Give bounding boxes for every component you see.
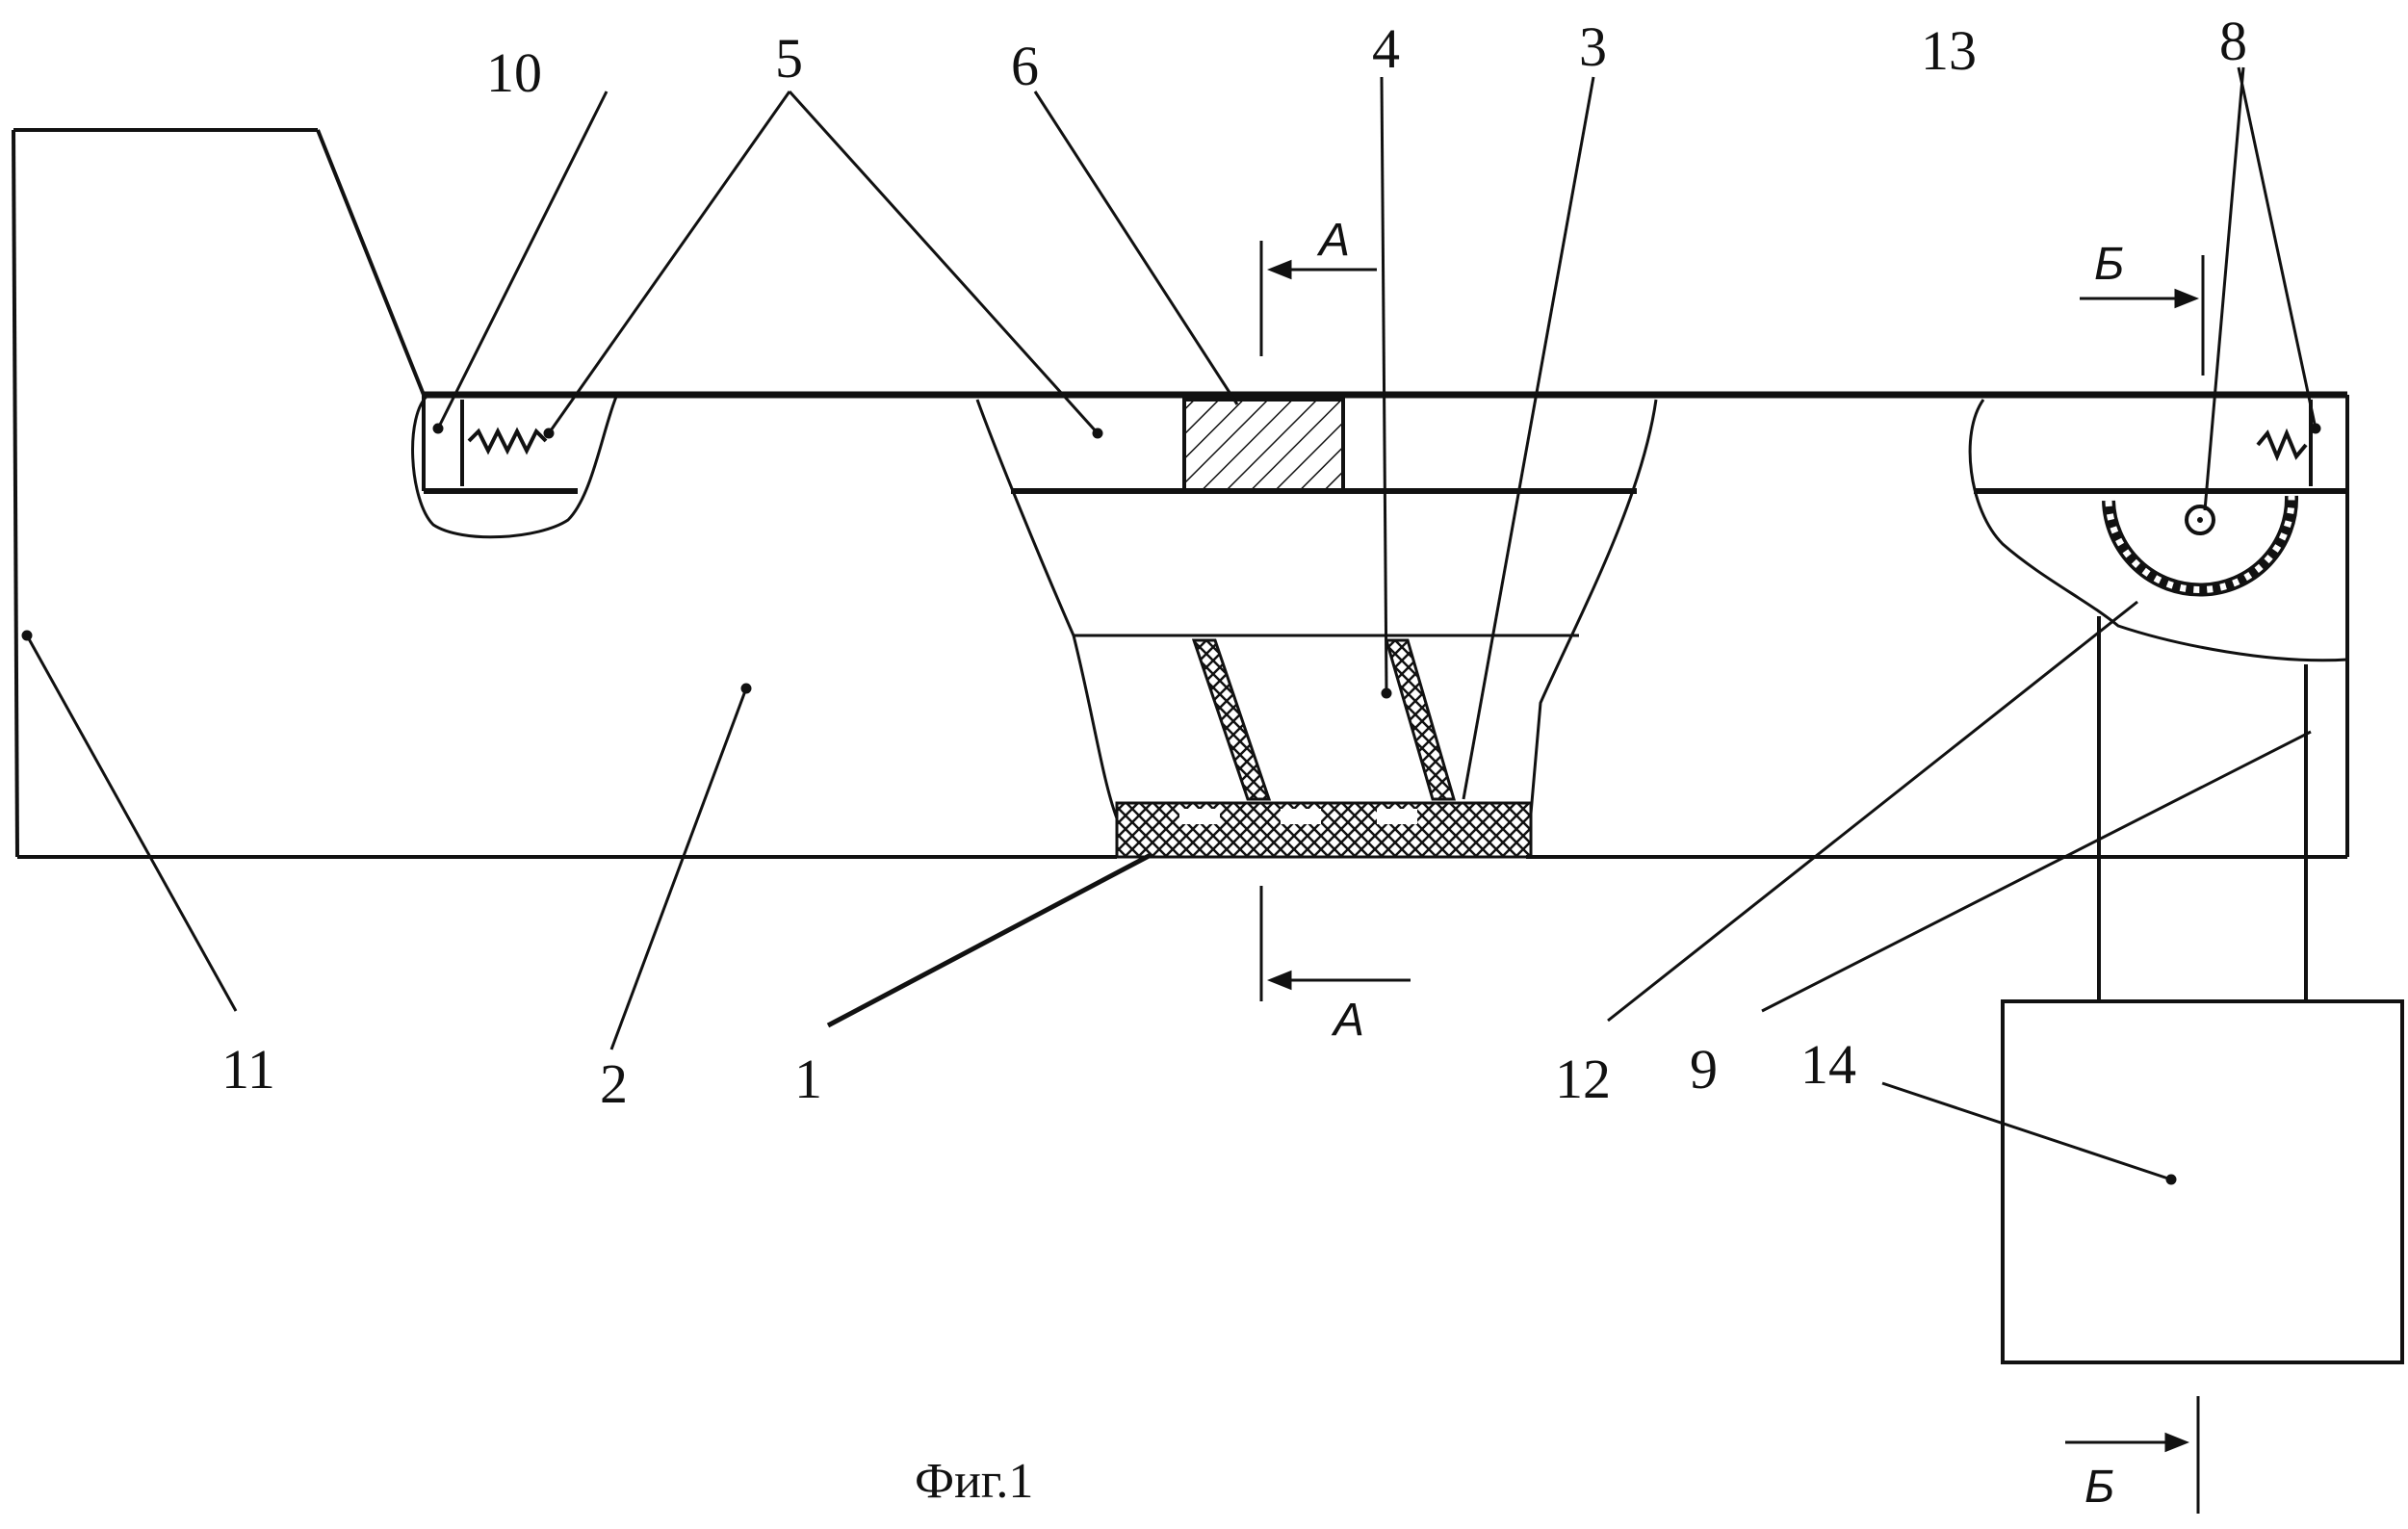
section-b-top-label: Б bbox=[2094, 239, 2124, 290]
label-10: 10 bbox=[486, 41, 542, 104]
right-spring bbox=[2258, 433, 2306, 456]
label-12: 12 bbox=[1555, 1048, 1611, 1110]
label-6: 6 bbox=[1011, 35, 1039, 97]
left-diagonal bbox=[318, 130, 424, 395]
left-spring bbox=[469, 431, 546, 451]
label-1: 1 bbox=[794, 1048, 822, 1110]
label-2: 2 bbox=[600, 1052, 628, 1115]
label-4: 4 bbox=[1372, 17, 1400, 80]
roller-12 bbox=[2109, 496, 2291, 590]
rod-9 bbox=[2099, 616, 2306, 1001]
label-8: 8 bbox=[2219, 10, 2247, 72]
label-13: 13 bbox=[1921, 19, 1977, 82]
label-3: 3 bbox=[1579, 15, 1607, 78]
figure-caption: Фиг.1 bbox=[915, 1454, 1033, 1509]
section-a-bottom-label: А bbox=[1331, 995, 1364, 1046]
leader-lines bbox=[23, 67, 2319, 1183]
box-14 bbox=[2003, 1001, 2402, 1362]
section-a bbox=[1261, 241, 1411, 1001]
label-5: 5 bbox=[775, 27, 803, 90]
hatched-block-6 bbox=[1184, 400, 1343, 491]
label-14: 14 bbox=[1800, 1033, 1856, 1096]
section-b-bottom-label: Б bbox=[2084, 1462, 2114, 1513]
slanted-walls bbox=[1194, 640, 1454, 799]
label-9: 9 bbox=[1690, 1038, 1718, 1101]
section-a-top-label: А bbox=[1316, 215, 1350, 266]
bottom-strip bbox=[1117, 803, 1531, 857]
label-11: 11 bbox=[221, 1038, 275, 1101]
